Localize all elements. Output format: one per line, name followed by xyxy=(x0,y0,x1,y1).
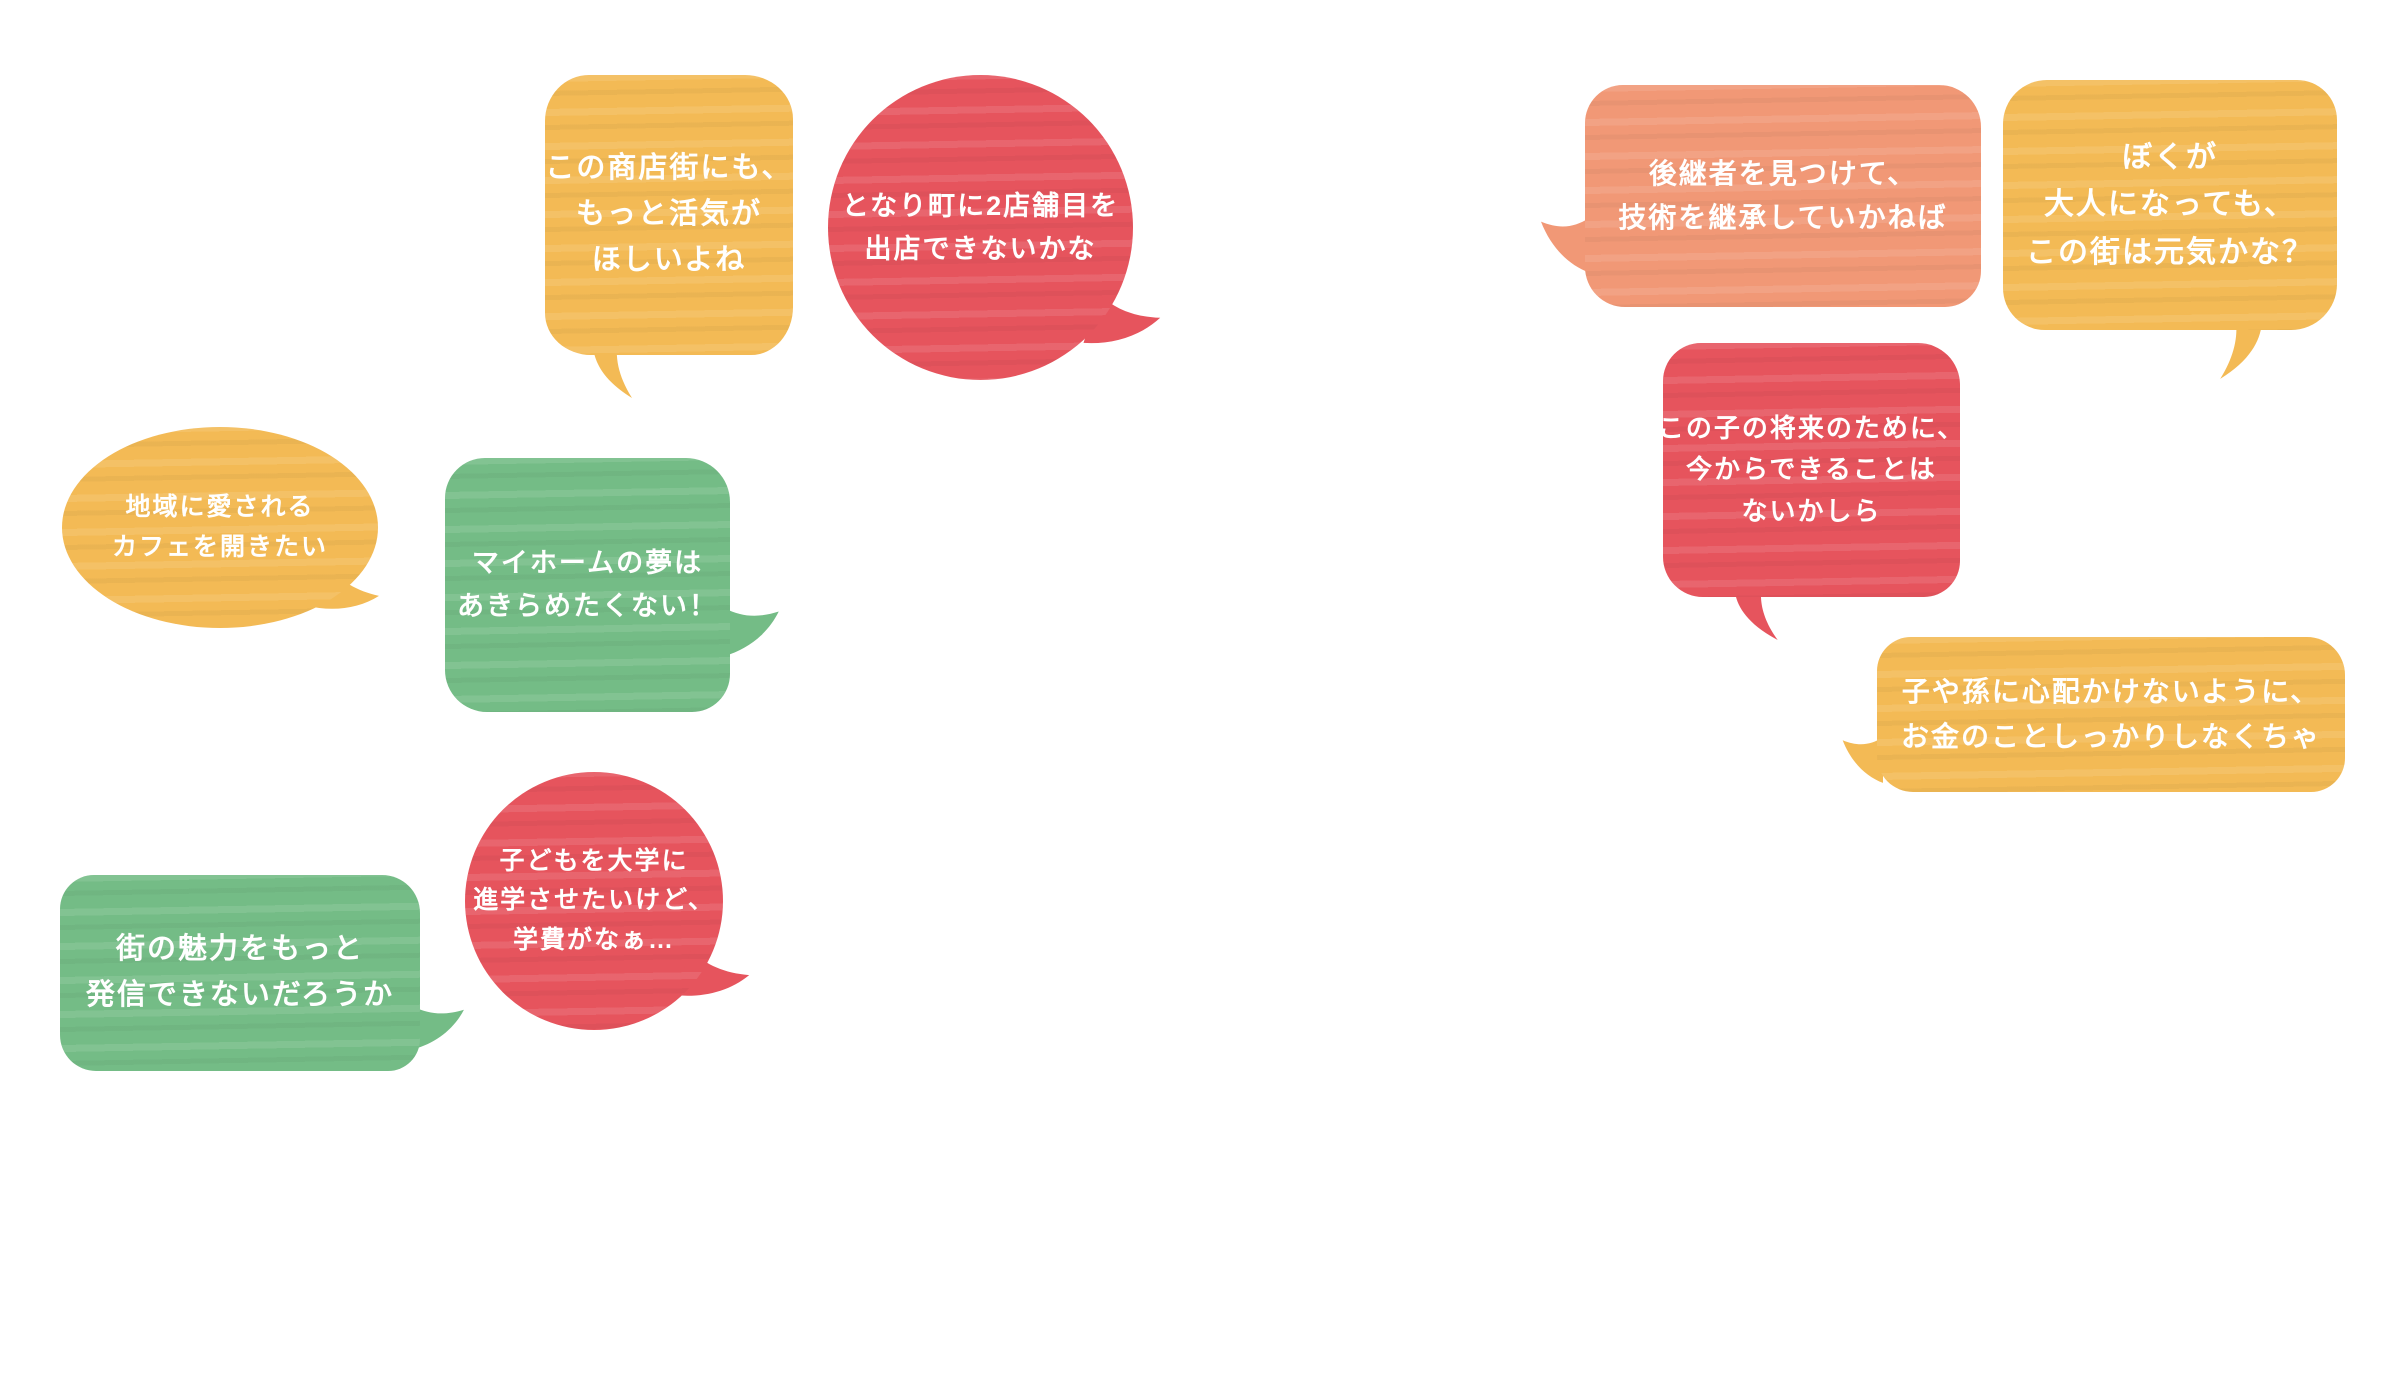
speech-tail-right-icon xyxy=(725,604,781,658)
bubble-text-line: 進学させたいけど、 xyxy=(473,886,715,915)
speech-tail-down-icon xyxy=(2217,324,2281,380)
speech-tail-right-icon xyxy=(414,1003,466,1051)
bubble-text-line: 技術を継承していかねば xyxy=(1618,202,1948,233)
speech-bubble-boku: ぼくが 大人になっても、 この街は元気かな？ xyxy=(2003,80,2337,379)
bubble-text-line: 街の魅力をもっと xyxy=(115,933,364,966)
speech-tail-down-icon xyxy=(575,347,635,399)
bubble-text-line: お金のことしっかりしなくちゃ xyxy=(1900,720,2321,752)
speech-tail-left-icon xyxy=(1841,733,1883,785)
speech-bubble-machi: 街の魅力をもっと 発信できないだろうか xyxy=(60,875,464,1071)
bubble-text-line: この商店街にも、 xyxy=(545,152,793,185)
bubble-text-line: 地域に愛される xyxy=(125,493,315,521)
speech-bubble-daigaku: 子どもを大学に 進学させたいけど、 学費がなぁ… xyxy=(465,772,750,1030)
bubble-text-line: この子の将来のために、 xyxy=(1657,413,1966,444)
speech-tail-right-icon xyxy=(674,946,754,1019)
bubble-text-line: 出店できないかな xyxy=(864,233,1097,264)
bubble-text-line: 後継者を見つけて、 xyxy=(1648,157,1918,189)
speech-tail-right-icon xyxy=(305,561,384,636)
bubble-text-line: 学費がなぁ… xyxy=(512,925,675,954)
speech-bubble-koukeisha: 後継者を見つけて、 技術を継承していかねば xyxy=(1541,85,1981,307)
bubble-text-line: あきらめたくない！ xyxy=(457,591,718,621)
bubble-text-line: マイホームの夢は xyxy=(471,548,704,579)
bubble-text-line: もっと活気が xyxy=(575,198,762,231)
bubble-text-line: ほしいよね xyxy=(591,243,747,276)
bubble-text-line: 子や孫に心配かけないように、 xyxy=(1901,676,2321,708)
bubble-text-line: 子どもを大学に xyxy=(499,846,689,875)
speech-bubble-konoko: この子の将来のために、 今からできることは ないかしら xyxy=(1658,343,1963,640)
bubble-text-line: 今からできることは xyxy=(1686,454,1937,485)
bubble-text-line: 大人になっても、 xyxy=(2043,188,2297,222)
bubble-text-line: となり町に2店舗目を xyxy=(841,190,1120,221)
bubble-text-line: ぼくが xyxy=(2122,140,2218,174)
speech-bubble-tonarimachi: となり町に2店舗目を 出店できないかな xyxy=(828,75,1161,380)
speech-bubble-okane: 子や孫に心配かけないように、 お金のことしっかりしなくちゃ xyxy=(1842,637,2345,792)
bubble-text-line: 発信できないだろうか xyxy=(85,979,395,1011)
speech-tail-right-icon xyxy=(1083,290,1166,366)
speech-tail-left-icon xyxy=(1539,213,1589,275)
speech-bubble-myhome: マイホームの夢は あきらめたくない！ xyxy=(445,458,779,712)
bubble-text-line: ないかしら xyxy=(1741,495,1882,526)
speech-bubble-cafe: 地域に愛される カフェを開きたい xyxy=(62,427,379,628)
speech-tail-down-icon xyxy=(1715,591,1781,641)
bubble-text-line: カフェを開きたい xyxy=(111,532,328,561)
bubble-text-line: この街は元気かな？ xyxy=(2026,235,2314,269)
speech-bubble-shotengai: この商店街にも、 もっと活気が ほしいよね xyxy=(545,75,793,398)
